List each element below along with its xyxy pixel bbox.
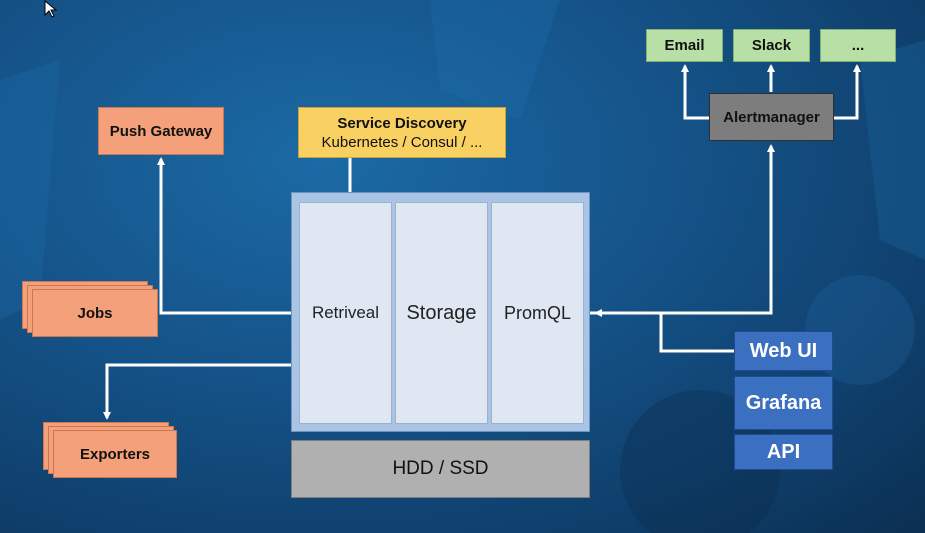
retrieval-column: Retriveal	[299, 202, 392, 424]
alertmanager-node: Alertmanager	[709, 93, 834, 141]
disk-node: HDD / SSD	[291, 440, 590, 498]
grafana-node: Grafana	[734, 376, 833, 430]
arrow-webui-to-promql	[594, 309, 734, 353]
arrow-alertmanager-to-more	[834, 64, 861, 120]
arrow-retrieval-to-exporters	[103, 363, 291, 420]
storage-label: Storage	[406, 301, 477, 324]
api-node: API	[734, 434, 833, 470]
retrieval-label: Retriveal	[311, 303, 380, 322]
mouse-cursor-icon	[44, 0, 58, 18]
promql-column: PromQL	[491, 202, 584, 424]
storage-column: Storage	[395, 202, 488, 424]
arrow-retrieval-to-push-gateway	[157, 157, 291, 315]
email-node: Email	[646, 29, 723, 62]
push-gateway-label: Push Gateway	[109, 122, 213, 140]
disk-label: HDD / SSD	[392, 458, 489, 479]
service-discovery-title: Service Discovery	[337, 114, 467, 132]
email-label: Email	[664, 37, 705, 54]
web-ui-node: Web UI	[734, 331, 833, 371]
more-notifiers-node: ...	[820, 29, 896, 62]
slack-label: Slack	[751, 37, 792, 54]
web-ui-label: Web UI	[749, 339, 818, 362]
jobs-label: Jobs	[77, 304, 113, 322]
more-notifiers-label: ...	[851, 37, 865, 54]
api-label: API	[766, 440, 801, 463]
arrow-server-to-alertmanager	[590, 144, 775, 315]
exporters-label: Exporters	[79, 445, 151, 463]
push-gateway-node: Push Gateway	[98, 107, 224, 155]
grafana-label: Grafana	[745, 391, 822, 414]
alertmanager-label: Alertmanager	[723, 108, 820, 126]
arrow-alertmanager-to-email	[681, 64, 709, 120]
jobs-node: Jobs	[32, 289, 158, 337]
service-discovery-node: Service Discovery Kubernetes / Consul / …	[298, 107, 506, 158]
promql-label: PromQL	[503, 302, 572, 323]
slack-node: Slack	[733, 29, 810, 62]
service-discovery-subtitle: Kubernetes / Consul / ...	[321, 133, 483, 151]
exporters-node: Exporters	[53, 430, 177, 478]
